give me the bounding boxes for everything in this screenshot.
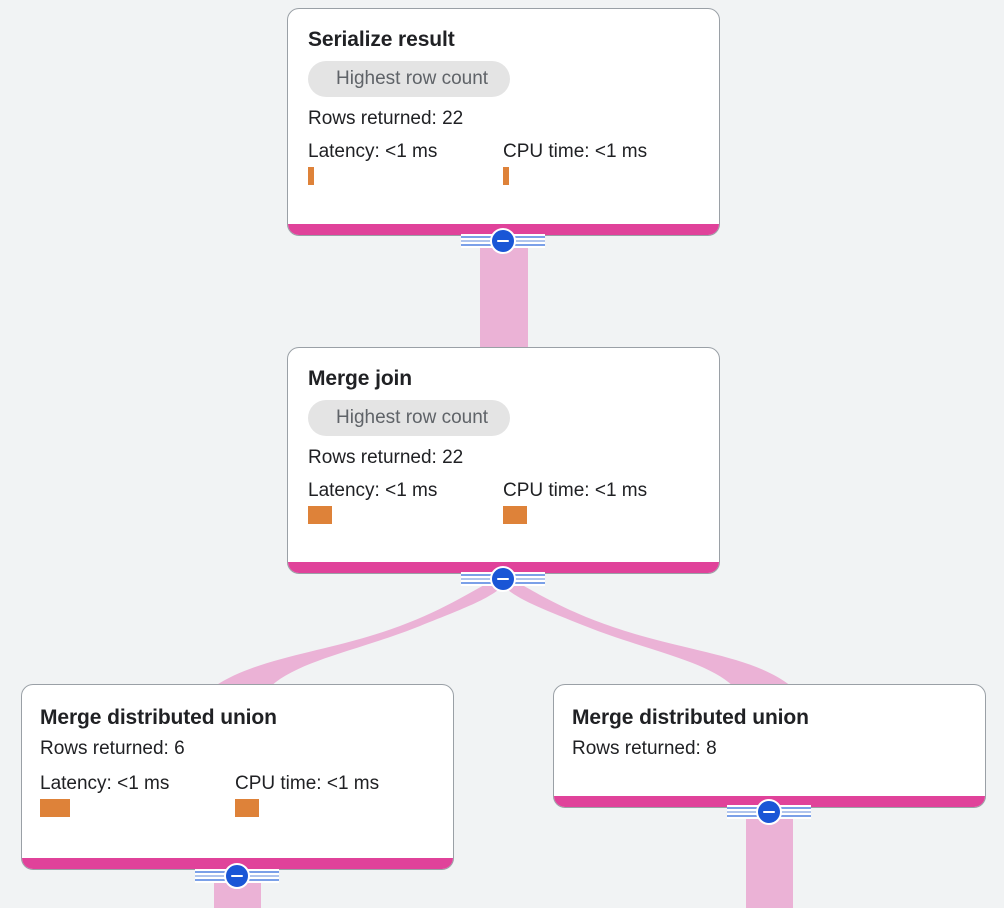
metric-latency-bar: [40, 799, 70, 817]
metrics-row: Latency: <1 ms CPU time: <1 ms: [40, 773, 435, 817]
edge-serialize-to-merge-join: [480, 236, 528, 348]
node-body: Merge distributed union Rows returned: 8: [554, 685, 985, 777]
metric-latency: Latency: <1 ms: [308, 141, 503, 185]
node-body: Merge join Highest row count Rows return…: [288, 348, 719, 538]
collapse-toggle-merge-join[interactable]: [461, 565, 545, 593]
metric-latency-bar: [308, 167, 314, 185]
metrics-row: Latency: <1 ms CPU time: <1 ms: [308, 141, 699, 185]
rows-returned: Rows returned: 22: [308, 447, 464, 468]
metric-cpu-time-label: CPU time: <1 ms: [503, 141, 648, 162]
metric-latency-label: Latency: <1 ms: [40, 773, 170, 794]
minus-circle-icon[interactable]: [490, 228, 516, 254]
rows-returned: Rows returned: 6: [40, 738, 185, 759]
rows-returned: Rows returned: 8: [572, 738, 717, 759]
node-title: Merge distributed union: [572, 706, 809, 729]
edge-merge-join-to-union-right: [497, 578, 791, 686]
collapse-toggle-union-right[interactable]: [727, 798, 811, 826]
metric-cpu-time: CPU time: <1 ms: [235, 773, 379, 817]
metric-cpu-time-label: CPU time: <1 ms: [503, 480, 648, 501]
node-merge-distributed-union-right[interactable]: Merge distributed union Rows returned: 8: [553, 684, 986, 808]
node-merge-join[interactable]: Merge join Highest row count Rows return…: [287, 347, 720, 574]
rows-returned: Rows returned: 22: [308, 108, 464, 129]
status-badge: Highest row count: [308, 61, 511, 97]
metrics-row: Latency: <1 ms CPU time: <1 ms: [308, 480, 699, 524]
edge-merge-join-to-union-left: [215, 578, 510, 686]
metric-cpu-time-bar: [503, 167, 509, 185]
collapse-toggle-union-left[interactable]: [195, 862, 279, 890]
metric-cpu-time-bar: [503, 506, 527, 524]
metric-cpu-time-bar: [235, 799, 259, 817]
node-title: Serialize result: [308, 28, 455, 51]
metric-latency-label: Latency: <1 ms: [308, 480, 438, 501]
metric-cpu-time: CPU time: <1 ms: [503, 480, 647, 524]
metric-latency-bar: [308, 506, 332, 524]
metric-latency-label: Latency: <1 ms: [308, 141, 438, 162]
node-title: Merge join: [308, 367, 413, 390]
node-merge-distributed-union-left[interactable]: Merge distributed union Rows returned: 6…: [21, 684, 454, 870]
edge-union-right-down: [746, 806, 793, 908]
node-serialize-result[interactable]: Serialize result Highest row count Rows …: [287, 8, 720, 236]
metric-latency: Latency: <1 ms: [40, 773, 235, 817]
collapse-toggle-serialize-result[interactable]: [461, 227, 545, 255]
node-body: Serialize result Highest row count Rows …: [288, 9, 719, 199]
metric-latency: Latency: <1 ms: [308, 480, 503, 524]
metric-cpu-time-label: CPU time: <1 ms: [235, 773, 380, 794]
node-title: Merge distributed union: [40, 706, 277, 729]
metric-cpu-time: CPU time: <1 ms: [503, 141, 647, 185]
node-body: Merge distributed union Rows returned: 6…: [22, 685, 453, 831]
minus-circle-icon[interactable]: [756, 799, 782, 825]
status-badge: Highest row count: [308, 400, 511, 436]
minus-circle-icon[interactable]: [224, 863, 250, 889]
minus-circle-icon[interactable]: [490, 566, 516, 592]
